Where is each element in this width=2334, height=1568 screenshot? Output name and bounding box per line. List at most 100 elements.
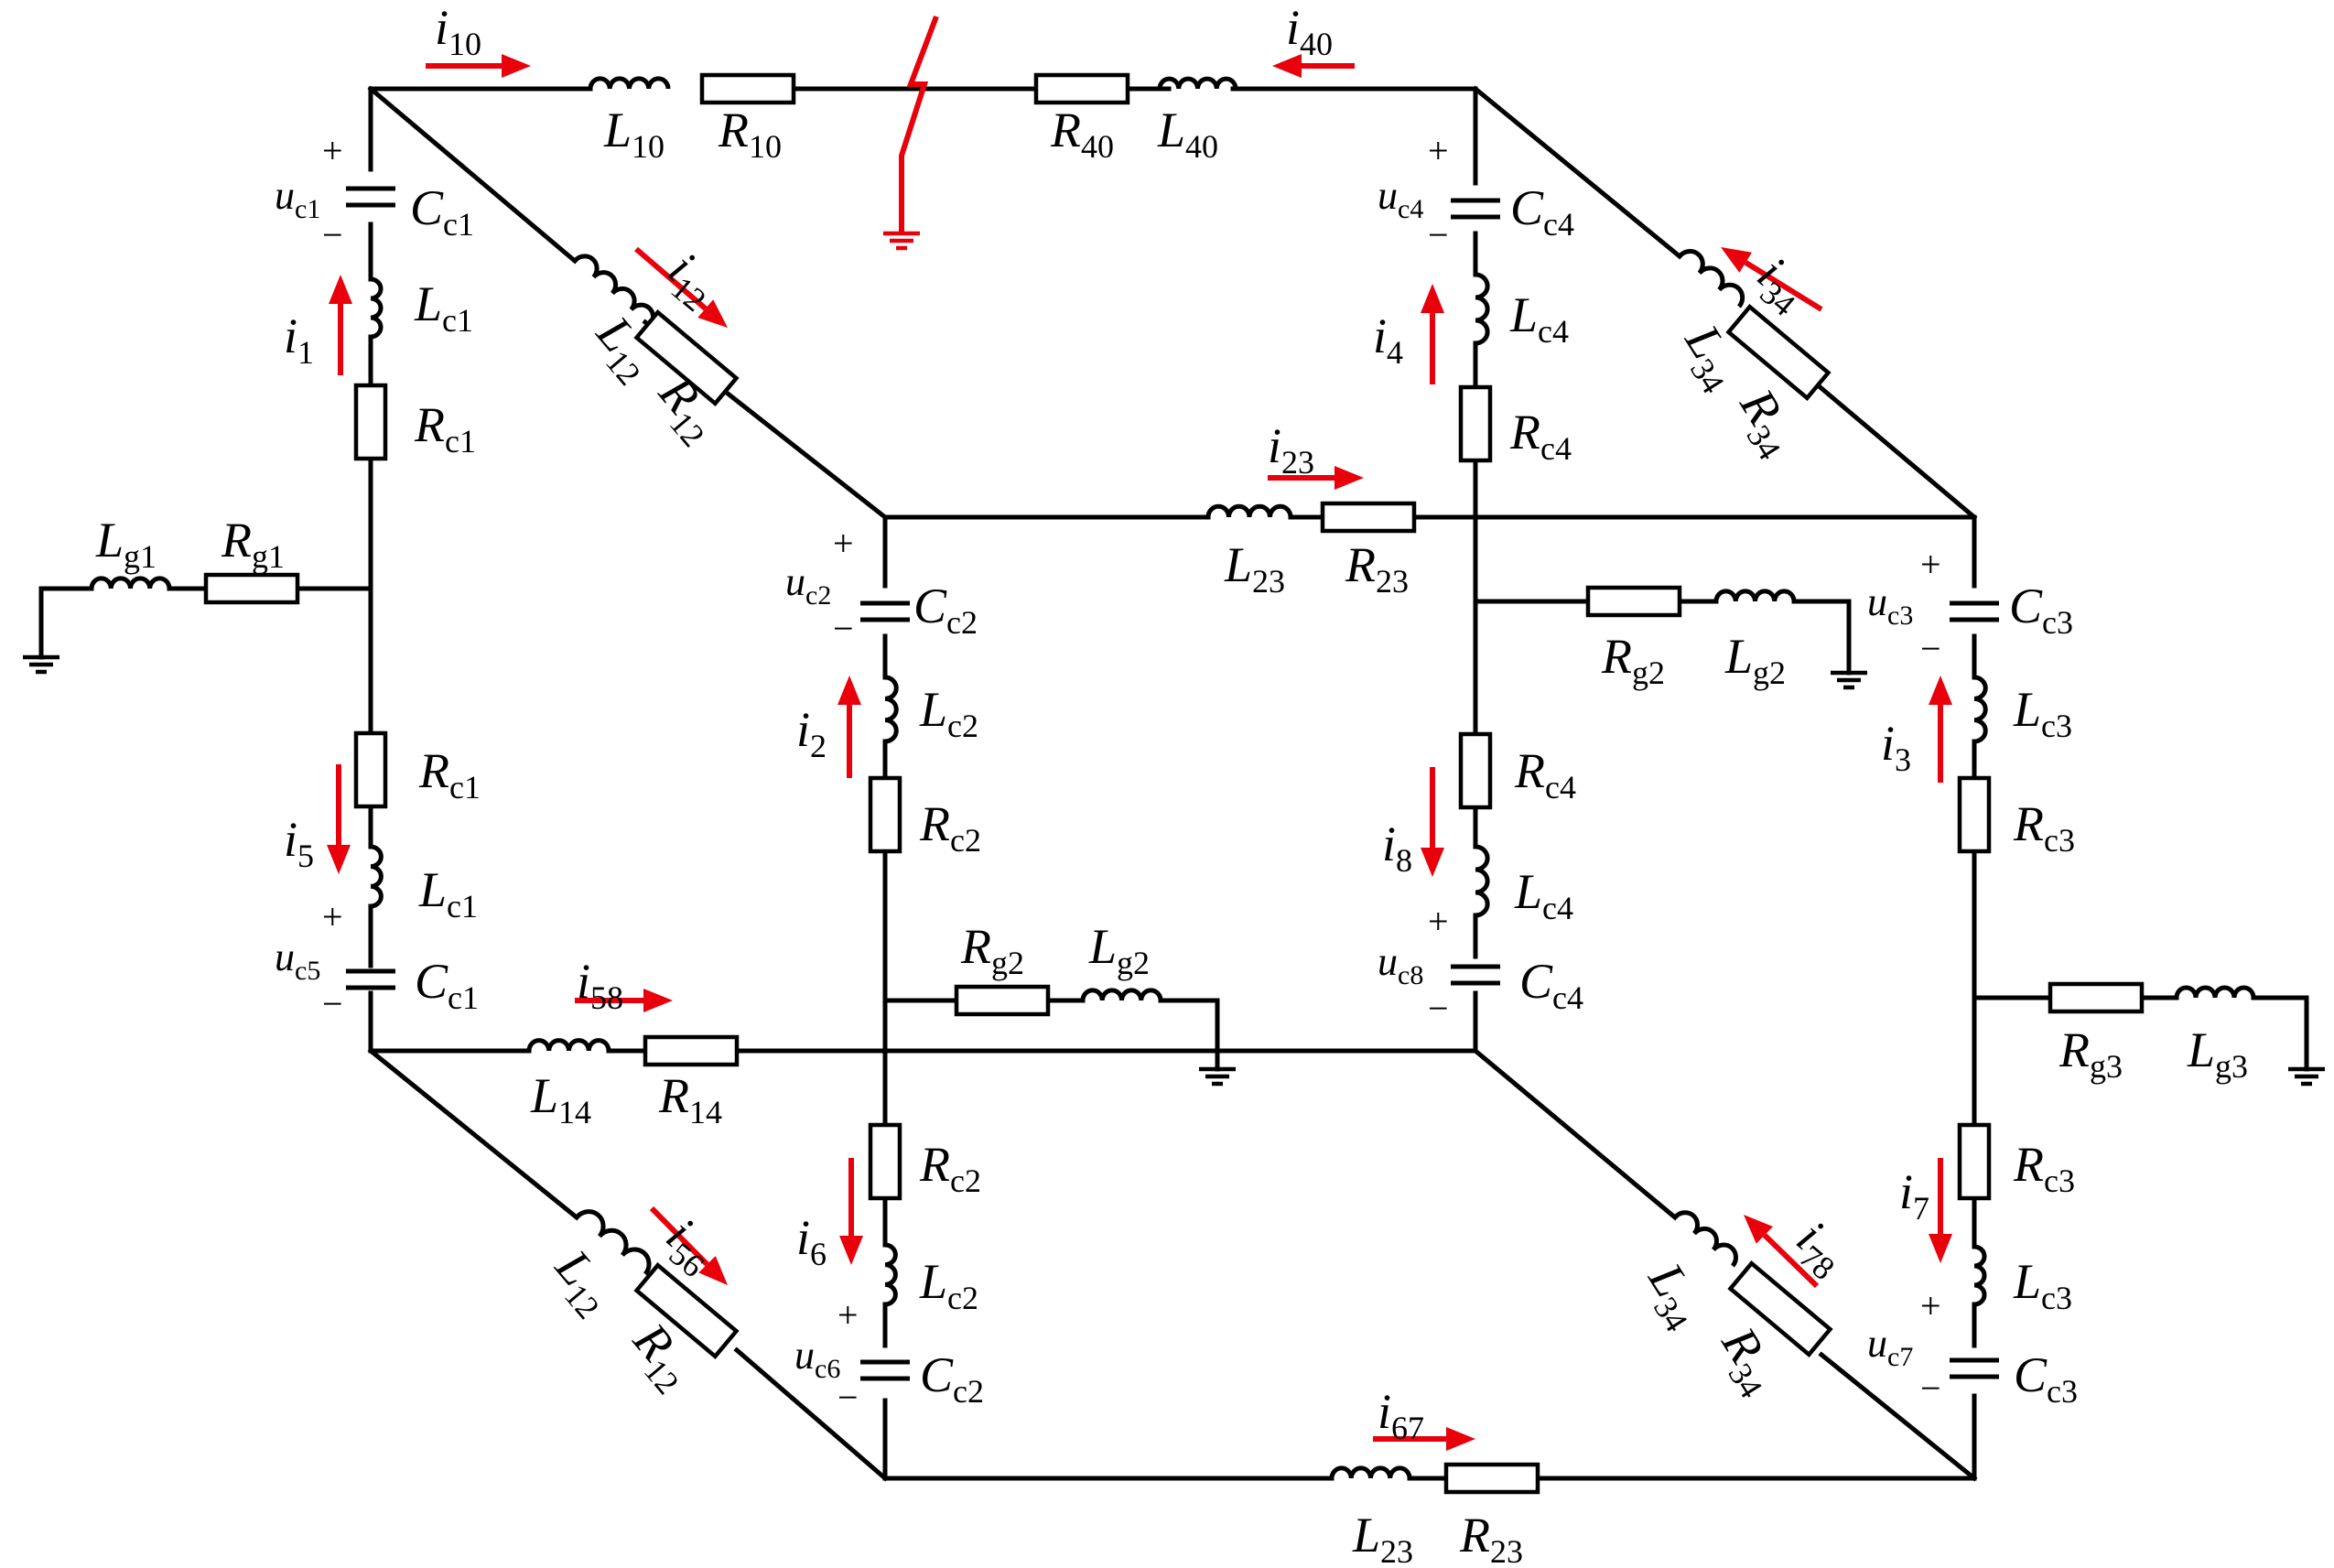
inductor-L23-bottom <box>1329 1465 1412 1479</box>
component-label-Rg2: Rg2 <box>960 919 1024 981</box>
current-label-i23: i23 <box>1268 418 1314 481</box>
component-label-Rc3: Rc3 <box>2013 796 2075 859</box>
inductor-Lc2-top <box>884 675 899 744</box>
coil <box>1475 272 1490 346</box>
current-arrow-i6 <box>839 1158 863 1265</box>
label-subscript: c1 <box>449 769 481 806</box>
inductor-Lc2-bottom <box>884 1242 898 1307</box>
label-base: C <box>920 1347 954 1402</box>
resistor-R40 <box>1033 72 1130 105</box>
label-base: L <box>2187 1022 2215 1077</box>
label-subscript: c1 <box>295 194 320 224</box>
current-label-i6: i6 <box>796 1210 827 1272</box>
label-base: C <box>415 954 448 1009</box>
arrowhead-icon <box>327 845 351 874</box>
component-label-Rg3: Rg3 <box>2058 1022 2123 1085</box>
wire-segment <box>719 386 889 521</box>
resistor-body <box>203 572 300 605</box>
label-base: i <box>435 0 448 55</box>
voltage-label-uc7: uc7+− <box>1867 1285 1941 1409</box>
inductor-Lg2-upper <box>1713 589 1797 602</box>
voltage-symbol: uc7 <box>1867 1321 1913 1372</box>
label-subscript: g1 <box>252 538 285 575</box>
label-subscript: c1 <box>442 302 473 339</box>
component-label-Rc4: Rc4 <box>1509 405 1572 467</box>
label-base: R <box>960 919 991 974</box>
component-label-Cc2: Cc2 <box>920 1347 984 1410</box>
resistor-Rc1-bottom <box>353 730 388 809</box>
voltage-label-uc3: uc3+− <box>1867 544 1941 669</box>
current-arrow-i34 <box>1721 247 1823 312</box>
inductor-Lg2-lower <box>1080 988 1163 1001</box>
arrowhead-icon <box>1421 848 1444 877</box>
label-base: R <box>1601 629 1632 684</box>
label-base: R <box>221 513 252 568</box>
inductor-Lg1 <box>89 576 172 589</box>
label-base: L <box>2013 682 2041 737</box>
voltage-label-uc6: uc6+− <box>794 1294 859 1418</box>
fault-icon <box>883 15 939 251</box>
label-subscript: c3 <box>1887 600 1913 631</box>
plus-sign: + <box>833 523 854 564</box>
label-base: R <box>718 103 749 157</box>
current-arrow-i4 <box>1421 284 1444 384</box>
label-base: u <box>785 559 805 604</box>
label-base: L <box>603 103 632 157</box>
wire-segment <box>367 1047 580 1221</box>
coil <box>1713 589 1797 602</box>
component-label-L40: L40 <box>1157 103 1218 165</box>
coil <box>1157 76 1238 90</box>
coil <box>370 276 384 340</box>
label-subscript: 23 <box>1490 1533 1523 1568</box>
component-label-Lc3: Lc3 <box>2013 682 2072 744</box>
label-subscript: 5 <box>297 838 314 874</box>
label-base: i <box>284 308 297 363</box>
label-subscript: g2 <box>991 945 1024 981</box>
wire-segment <box>1472 1047 1679 1221</box>
component-label-Cc3: Cc3 <box>2014 1347 2078 1410</box>
minus-sign: − <box>833 608 854 649</box>
inductor-Lg3 <box>2174 985 2256 999</box>
resistor-body <box>868 1122 902 1201</box>
component-label-R40: R40 <box>1050 103 1114 165</box>
resistor-body <box>353 730 388 809</box>
label-base: R <box>1459 1508 1490 1563</box>
wire-segment <box>1813 381 1978 521</box>
label-base: i <box>1899 1164 1913 1219</box>
coil <box>1673 1210 1738 1268</box>
label-base: u <box>275 173 295 218</box>
component-label-Cc4: Cc4 <box>1519 954 1583 1016</box>
arrowhead-icon <box>1929 676 1952 705</box>
label-base: R <box>1509 405 1540 460</box>
label-subscript: g1 <box>124 538 157 575</box>
component-label-Rc1: Rc1 <box>418 743 481 806</box>
arrowhead-icon <box>1929 1234 1952 1263</box>
resistor-Rg3 <box>2048 981 2145 1014</box>
label-subscript: c2 <box>950 822 981 859</box>
current-label-i67: i67 <box>1378 1384 1424 1446</box>
resistor-Rg2-lower <box>954 984 1051 1017</box>
inductor-Lc4-top <box>1475 272 1490 346</box>
current-arrow-i78 <box>1744 1215 1820 1289</box>
arrowhead-icon <box>1421 284 1444 313</box>
ground-icon <box>2288 1066 2325 1087</box>
label-base: L <box>1352 1508 1380 1563</box>
label-subscript: c4 <box>1543 206 1574 243</box>
label-subscript: 23 <box>1380 1533 1413 1568</box>
current-arrow-i56 <box>649 1206 728 1285</box>
voltage-symbol: uc6 <box>794 1333 840 1384</box>
label-subscript: 40 <box>1081 128 1114 165</box>
label-base: u <box>275 935 295 979</box>
component-label-Lg1: Lg1 <box>95 513 157 575</box>
component-label-L14: L14 <box>530 1068 591 1130</box>
label-base: L <box>919 682 947 737</box>
capacitor-Cc1-bottom <box>346 968 395 990</box>
label-base: R <box>919 796 950 851</box>
component-label-Rc2: Rc2 <box>919 796 981 859</box>
voltage-symbol: uc3 <box>1867 579 1913 631</box>
inductor-L10 <box>588 76 671 90</box>
ground-icon <box>1831 670 1867 690</box>
resistor-R12-bottom <box>633 1262 740 1359</box>
coil <box>1973 675 1988 744</box>
